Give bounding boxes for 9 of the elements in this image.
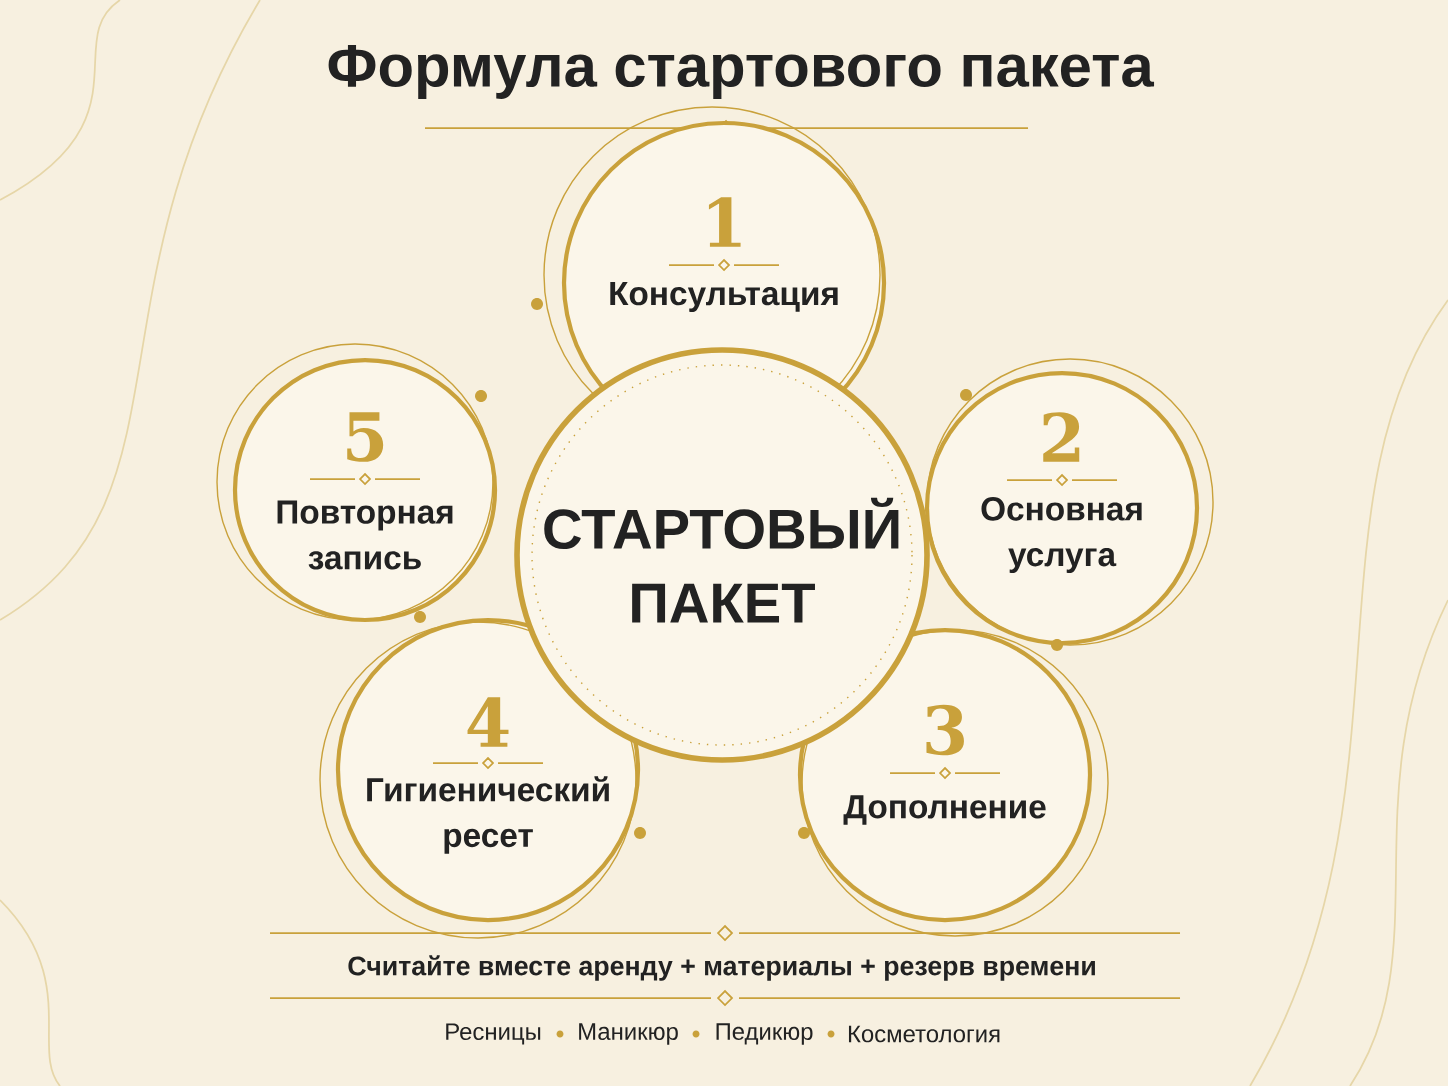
step-number: 2 bbox=[1043, 412, 1080, 462]
category-label: Косметология bbox=[848, 1025, 1000, 1043]
category-label: Педикюр bbox=[716, 1023, 813, 1045]
center-title: СТАРТОВЫЙ ПАКЕТ bbox=[544, 497, 899, 623]
note-text: Считайте вместе аренду + материалы + резерв времени bbox=[348, 955, 1095, 981]
step-label: Основная услуга bbox=[981, 497, 1142, 573]
title: Формула стартового пакета bbox=[328, 45, 1155, 99]
category-label: Ресницы bbox=[446, 1023, 541, 1045]
category-label: Маникюр bbox=[579, 1023, 678, 1045]
